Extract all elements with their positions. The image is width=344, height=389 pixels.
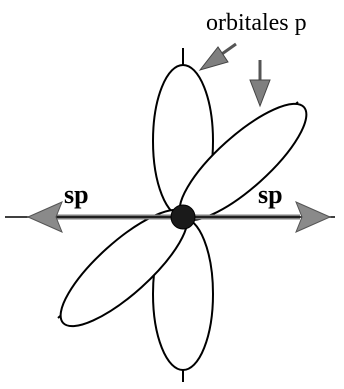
sp-arrowhead-left bbox=[26, 201, 63, 233]
orbitals-label: orbitales p bbox=[206, 10, 307, 36]
sp-label-left: sp bbox=[64, 180, 89, 209]
nucleus bbox=[170, 204, 196, 230]
pointer-arrow-vertical bbox=[249, 60, 271, 108]
pointer-arrow-diagonal bbox=[198, 42, 237, 71]
sp-label-right: sp bbox=[258, 180, 283, 209]
sp-arrowhead-right bbox=[295, 201, 332, 233]
